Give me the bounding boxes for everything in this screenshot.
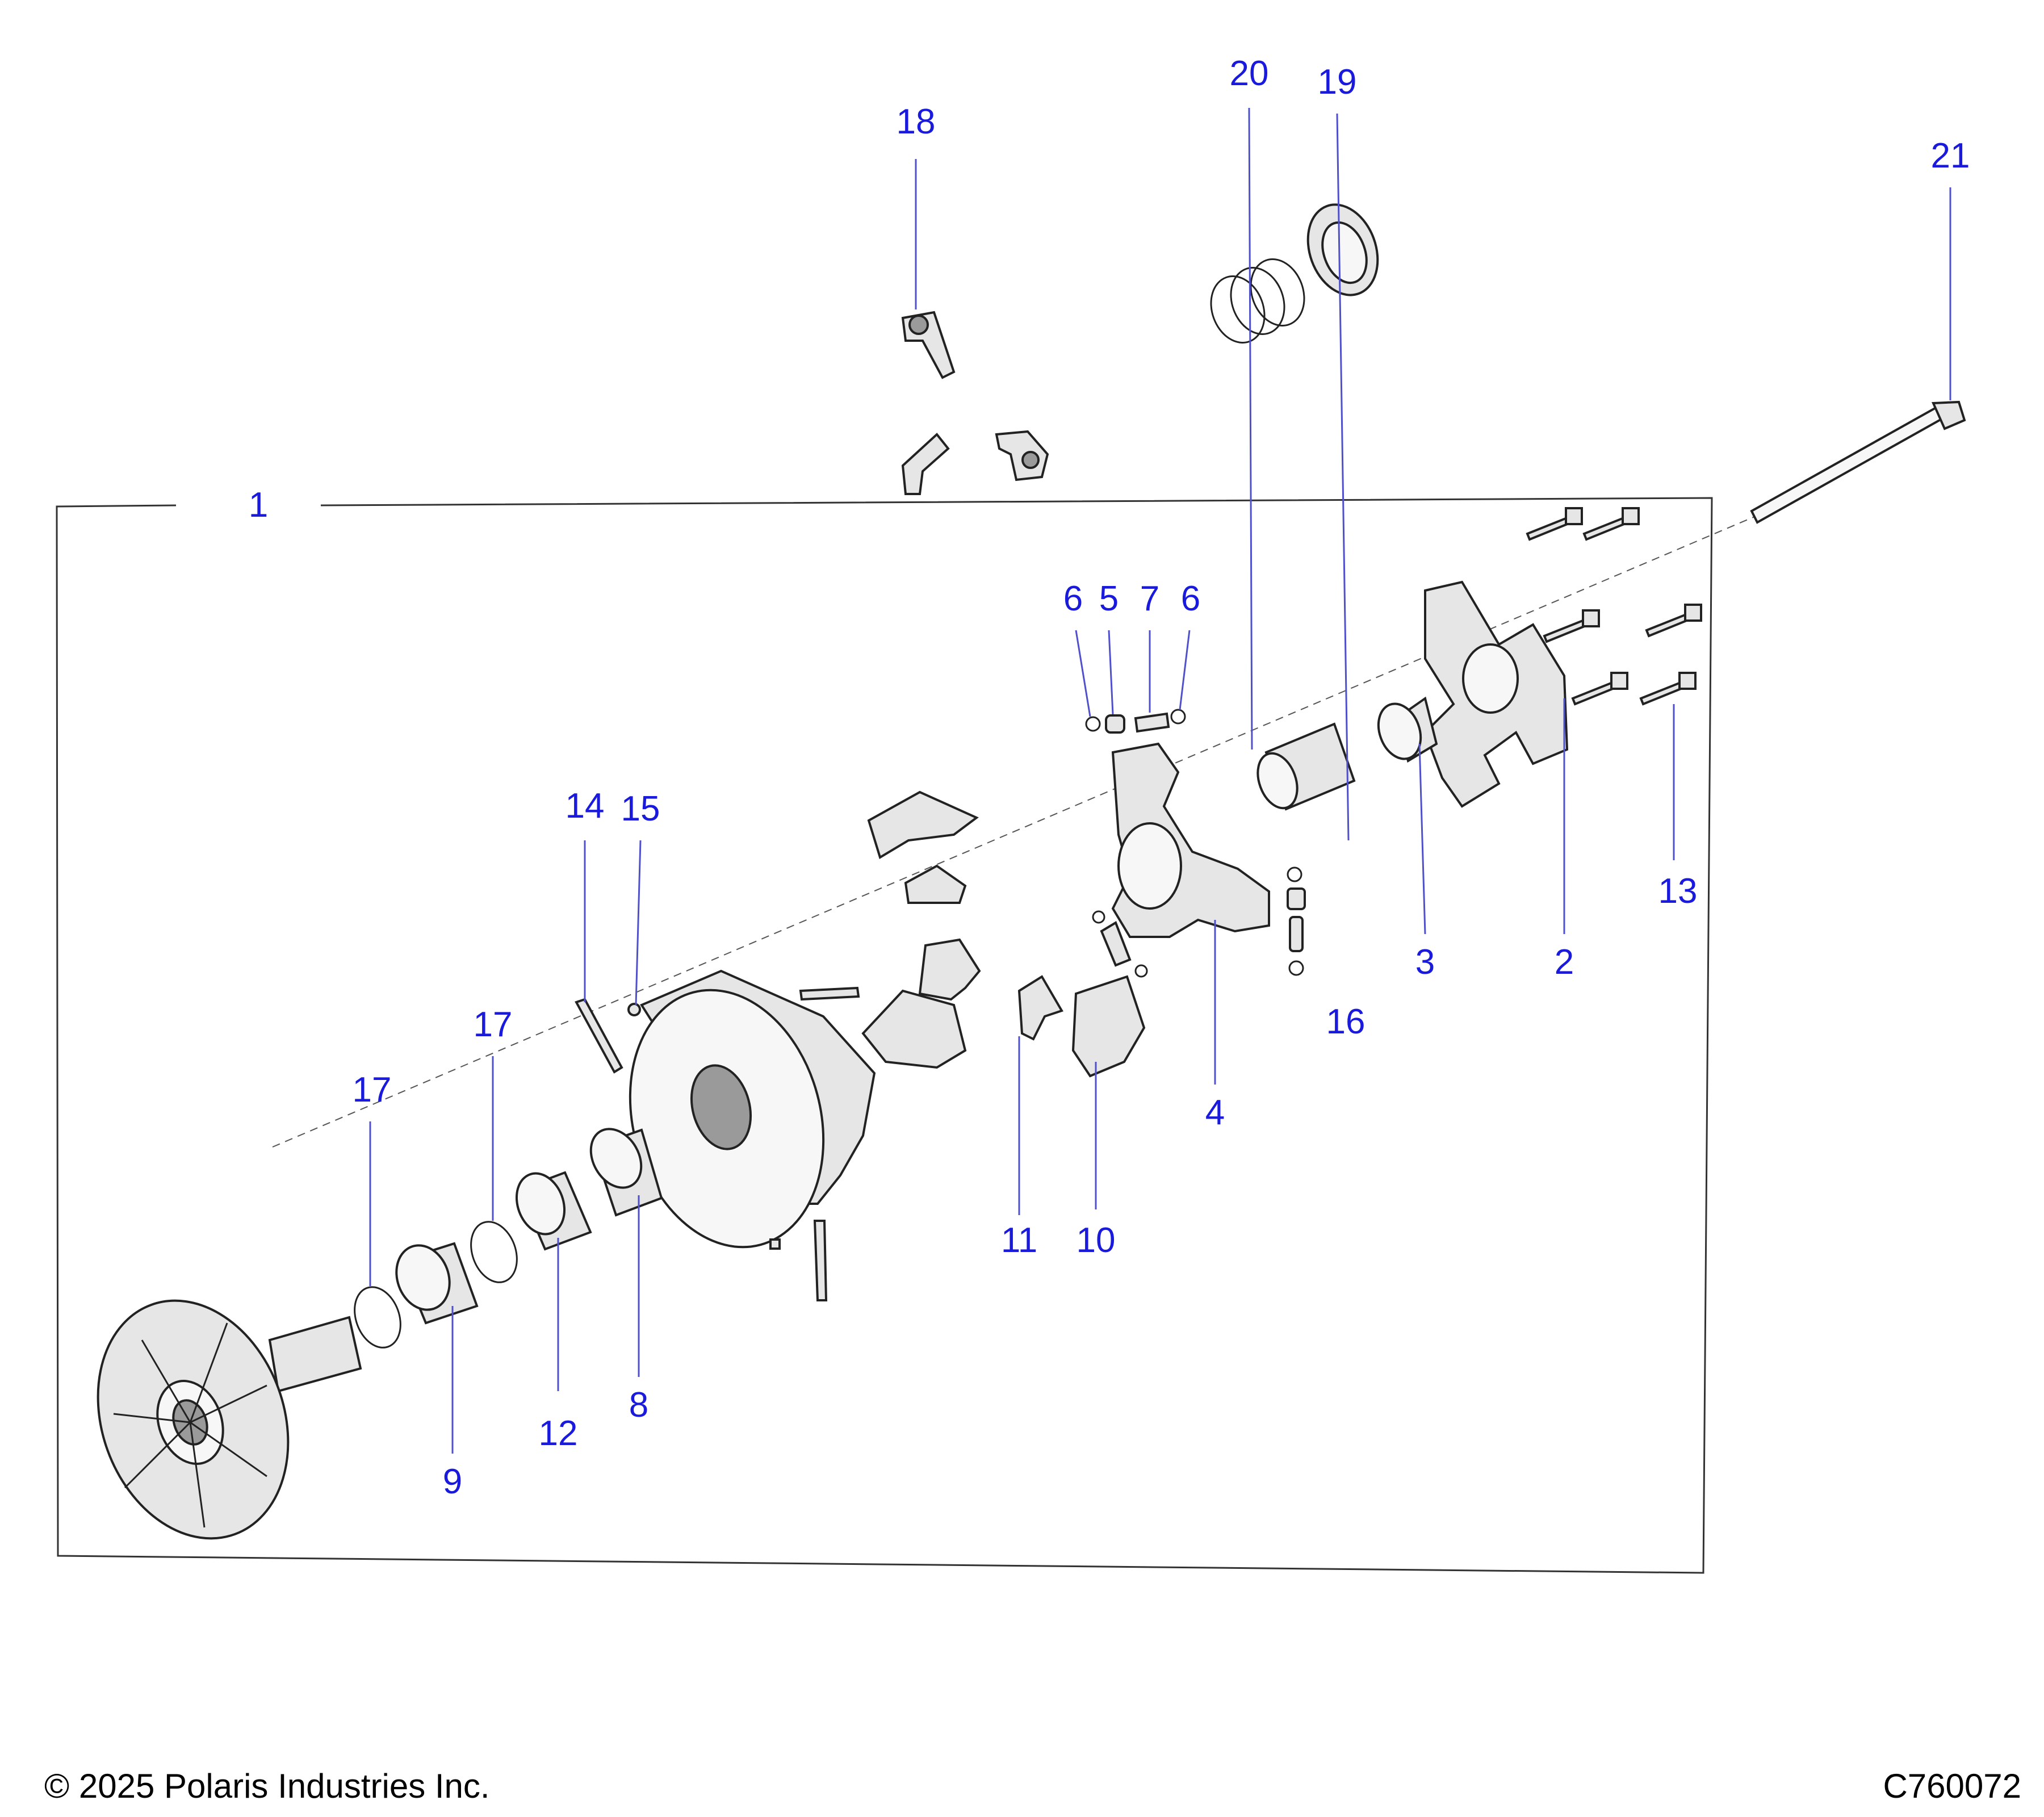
washer-part-19 xyxy=(1306,203,1379,296)
assembly-frame xyxy=(56,497,1713,1574)
fixed-sheave xyxy=(97,1299,362,1540)
callout-12: 12 xyxy=(539,1414,578,1453)
callout-7: 7 xyxy=(1140,579,1159,618)
callout-10: 10 xyxy=(1077,1221,1116,1260)
spider-part-4 xyxy=(1111,742,1270,938)
bushing-part-9 xyxy=(395,1242,479,1325)
callout-13: 13 xyxy=(1658,872,1698,911)
callout-6a: 6 xyxy=(1063,579,1083,618)
callout-21: 21 xyxy=(1931,136,1970,175)
callout-20: 20 xyxy=(1230,54,1269,93)
pin-part-14 xyxy=(575,998,623,1074)
movable-sheave xyxy=(629,969,876,1249)
callout-6b: 6 xyxy=(1181,579,1200,618)
callout-19: 19 xyxy=(1318,62,1357,102)
callout-labels: 1 2 3 4 5 6 6 7 8 9 10 11 12 13 14 15 16… xyxy=(249,54,1970,1501)
callout-3: 3 xyxy=(1415,943,1435,982)
callout-8: 8 xyxy=(629,1385,648,1425)
callout-15: 15 xyxy=(621,789,660,828)
callout-17b: 17 xyxy=(353,1070,392,1110)
pin-parts-5-6-7 xyxy=(1085,709,1306,978)
snap-ring-part-17a xyxy=(470,1221,518,1283)
bushing-part-12 xyxy=(515,1171,592,1251)
copyright-text: © 2025 Polaris Industries Inc. xyxy=(44,1767,490,1805)
pin-lower xyxy=(769,1220,828,1301)
nut-part-15 xyxy=(627,1003,641,1016)
cover-plate-part-2 xyxy=(1423,580,1569,808)
bushing-part-8 xyxy=(589,1128,663,1217)
callout-16: 16 xyxy=(1326,1002,1366,1041)
assembly-axis xyxy=(272,516,1755,1148)
callout-2: 2 xyxy=(1555,943,1574,982)
diagram-id: C760072 xyxy=(1883,1767,2021,1805)
bolt-part-21 xyxy=(1750,400,1966,524)
callout-5: 5 xyxy=(1099,579,1119,618)
leader-lines xyxy=(369,107,1951,1454)
callout-17a: 17 xyxy=(474,1005,513,1044)
callout-4: 4 xyxy=(1205,1093,1225,1132)
bushing-part-16 xyxy=(1256,722,1356,811)
spring-part-20 xyxy=(1210,258,1305,344)
bolts-part-13 xyxy=(1526,507,1702,706)
bushing-part-3 xyxy=(1377,696,1438,763)
callout-1: 1 xyxy=(249,485,268,525)
callout-11: 11 xyxy=(1001,1221,1037,1260)
weights-part-18 xyxy=(901,311,1049,495)
snap-ring-part-17b xyxy=(354,1286,401,1349)
callout-9: 9 xyxy=(443,1462,462,1501)
shoe-parts-10-11 xyxy=(799,790,1146,1078)
callout-18: 18 xyxy=(897,102,936,141)
callout-14: 14 xyxy=(566,786,605,826)
